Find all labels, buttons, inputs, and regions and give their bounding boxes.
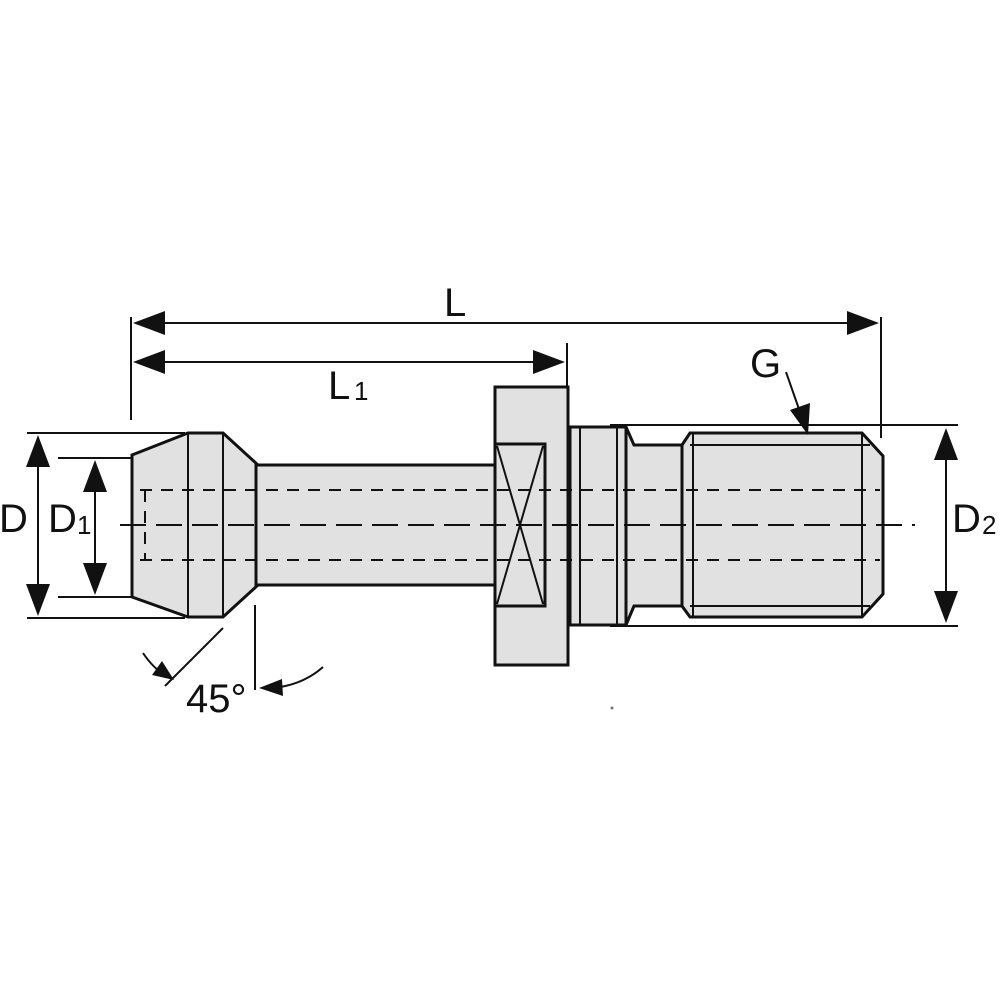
label-d: D [0, 497, 28, 541]
arrowhead-g [790, 403, 810, 435]
arrowhead-angle-left [152, 661, 174, 680]
dimension-d2: D 2 [610, 424, 996, 627]
stray-dot [610, 706, 614, 710]
label-l1-subscript: 1 [354, 376, 368, 406]
label-d1: D [48, 497, 77, 541]
arrowhead-d2-top [934, 428, 958, 460]
arrowhead-l1-right [533, 350, 565, 374]
arrowhead-d-top [26, 435, 50, 467]
angle-dimension: 45° [142, 605, 324, 721]
leader-line-g [785, 371, 801, 413]
dimension-l1: L 1 [133, 343, 568, 408]
thread-callout: G [750, 342, 810, 435]
label-d1-subscript: 1 [77, 510, 91, 540]
angle-arc-right [279, 666, 324, 688]
label-l1: L [328, 364, 350, 408]
dimension-d: D [0, 432, 185, 619]
arrowhead-d2-bottom [934, 591, 958, 623]
arrowhead-d-bottom [26, 584, 50, 616]
arrowhead-l-left [133, 311, 165, 335]
arrowhead-d1-bottom [83, 563, 107, 595]
arrowhead-l1-left [133, 350, 165, 374]
label-g: G [750, 342, 781, 386]
arrowhead-d1-top [83, 460, 107, 492]
arrowhead-l-right [847, 311, 879, 335]
label-d2-subscript: 2 [982, 510, 996, 540]
angle-reference-line [164, 627, 224, 687]
dimension-l: L [130, 281, 882, 438]
label-angle: 45° [186, 677, 247, 721]
pull-stud-body [120, 385, 915, 667]
label-l: L [444, 281, 466, 325]
label-d2: D [952, 497, 981, 541]
dimension-d1: D 1 [48, 457, 132, 598]
arrowhead-angle-right [259, 679, 283, 696]
